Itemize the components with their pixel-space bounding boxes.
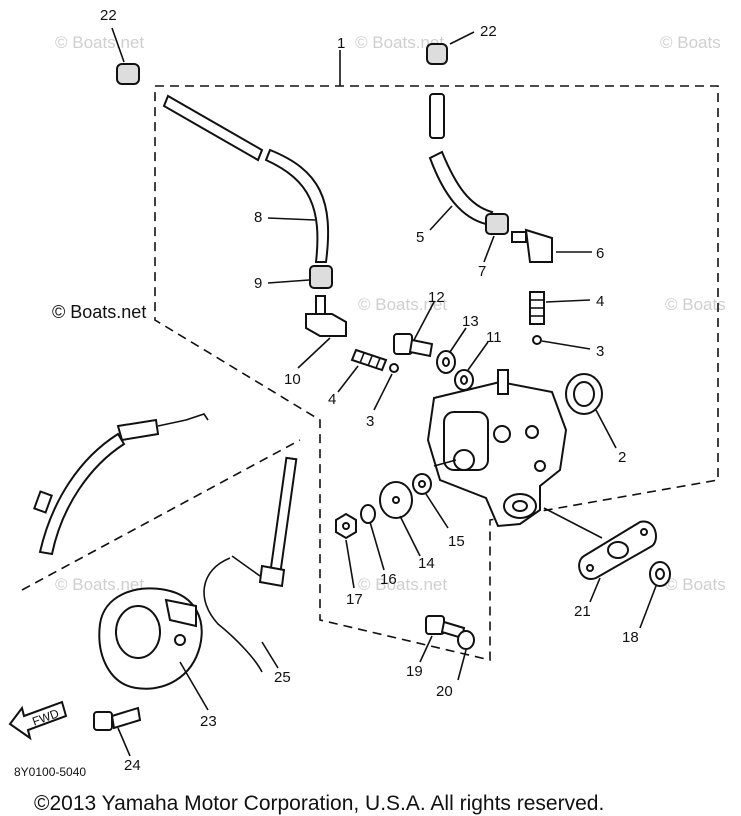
forward-label: FWD — [30, 706, 61, 729]
callout-14: 14 — [418, 555, 435, 572]
callout-1: 1 — [337, 35, 345, 52]
bolt-part-12 — [393, 301, 435, 358]
watermark: © Boats.net — [55, 575, 144, 594]
cover-part-23 — [98, 587, 209, 711]
hose-part-5 — [428, 93, 494, 231]
callout-6: 6 — [596, 245, 604, 262]
watermark: © Boats.net — [358, 575, 447, 594]
callout-3-left: 3 — [366, 413, 374, 430]
callout-7: 7 — [478, 263, 486, 280]
hose-part-8 — [162, 94, 330, 263]
spring-part-4-left — [337, 348, 388, 393]
cap-part-22-left — [111, 27, 140, 85]
callout-13: 13 — [462, 313, 479, 330]
watermark-main: © Boats.net — [52, 302, 146, 322]
washer-part-11 — [454, 341, 489, 391]
washer-part-15 — [412, 473, 449, 529]
callout-15: 15 — [448, 533, 465, 550]
bolt-part-24 — [93, 706, 142, 757]
callout-22-left: 22 — [100, 7, 117, 24]
gasket-part-21 — [543, 507, 657, 603]
spring-part-4-right — [529, 291, 591, 325]
callout-24: 24 — [124, 757, 141, 774]
watermark-group: © Boats.net © Boats.net © Boats © Boats.… — [55, 33, 726, 594]
diagram-code: 8Y0100-5040 — [14, 765, 86, 779]
connector-part-9 — [267, 265, 333, 289]
callout-9: 9 — [254, 275, 262, 292]
washer-part-13 — [436, 327, 467, 374]
watermark: © Boats.net — [358, 295, 447, 314]
callout-10: 10 — [284, 371, 301, 388]
forward-arrow-icon: FWD — [8, 700, 68, 741]
washer-part-20 — [457, 630, 475, 681]
lead-wire-part-25 — [203, 456, 298, 673]
callout-22-right: 22 — [480, 23, 497, 40]
cap-part-22-right — [426, 31, 475, 65]
callout-12: 12 — [428, 289, 445, 306]
callout-18: 18 — [622, 629, 639, 646]
callout-4-left: 4 — [328, 391, 336, 408]
callout-8: 8 — [254, 209, 262, 226]
callout-23: 23 — [200, 713, 217, 730]
elbow-part-6 — [511, 228, 592, 263]
nut-part-17 — [335, 512, 357, 589]
oil-seal-part-2 — [565, 373, 617, 449]
watermark: © Boats — [665, 575, 726, 594]
callout-20: 20 — [436, 683, 453, 700]
watermark: © Boats.net — [55, 33, 144, 52]
pump-body — [426, 369, 568, 528]
copyright-notice: ©2013 Yamaha Motor Corporation, U.S.A. A… — [34, 792, 604, 815]
washer-part-18 — [639, 561, 671, 629]
ball-part-3-right — [532, 335, 591, 350]
washer-part-16 — [360, 504, 385, 571]
watermark: © Boats — [665, 295, 726, 314]
elbow-part-10 — [297, 295, 347, 369]
ball-part-3-left — [373, 363, 399, 411]
callout-16: 16 — [380, 571, 397, 588]
watermark: © Boats — [660, 33, 721, 52]
callout-21: 21 — [574, 603, 591, 620]
cable-assembly — [33, 413, 209, 556]
callout-19: 19 — [406, 663, 423, 680]
callout-17: 17 — [346, 591, 363, 608]
connector-part-7 — [483, 213, 509, 263]
callout-25: 25 — [274, 669, 291, 686]
watermark: © Boats.net — [355, 33, 444, 52]
callout-5: 5 — [416, 229, 424, 246]
callout-labels: 22 22 1 8 9 10 5 7 6 4 3 12 13 11 4 3 2 … — [100, 7, 639, 774]
callout-2: 2 — [618, 449, 626, 466]
callout-11: 11 — [486, 329, 502, 346]
callout-3-right: 3 — [596, 343, 604, 360]
assembly-boundary — [21, 50, 719, 662]
callout-4-right: 4 — [596, 293, 604, 310]
washer-part-14 — [379, 481, 421, 557]
